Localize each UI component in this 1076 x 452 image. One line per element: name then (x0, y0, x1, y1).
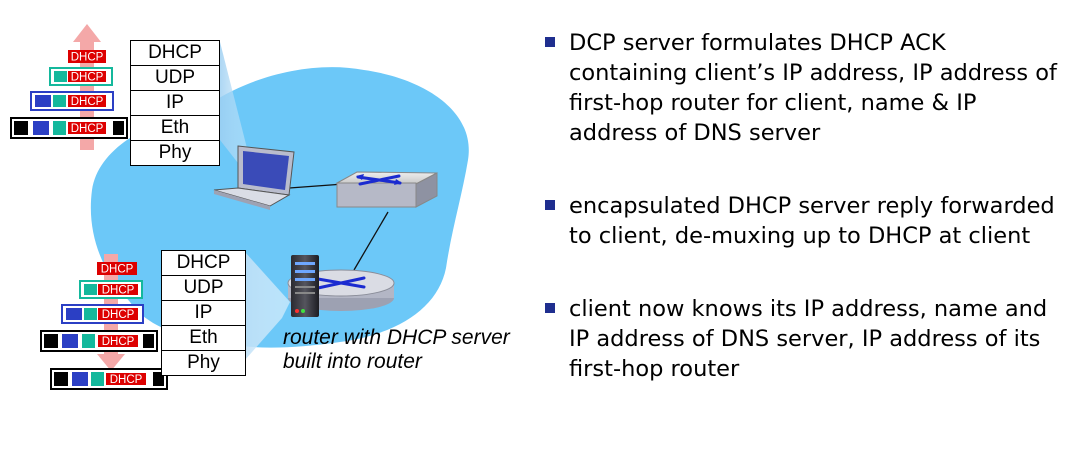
bullet-item: client now knows its IP address, name an… (545, 294, 1070, 384)
layer-eth: Eth (130, 115, 220, 141)
router-caption: router with DHCP server built into route… (283, 326, 510, 373)
layer-udp: UDP (130, 65, 220, 91)
packet-ip: DHCP (61, 304, 144, 324)
packet-label: DHCP (101, 264, 134, 276)
square-bullet-icon (545, 37, 555, 47)
bullet-item: encapsulated DHCP server reply forwarded… (545, 191, 1070, 251)
router-beam (245, 252, 290, 360)
packet-label: DHCP (110, 374, 143, 386)
packet-udp: DHCP (79, 280, 143, 299)
square-bullet-icon (545, 303, 555, 313)
bullet-list: DCP server formulates DHCP ACK containin… (545, 28, 1070, 384)
packet-stack-bottom: DHCP DHCP DHCP DHCP (40, 262, 168, 390)
layer-dhcp: DHCP (130, 40, 220, 66)
laptop-icon (213, 145, 295, 210)
layer-dhcp: DHCP (161, 250, 246, 276)
packet-ip: DHCP (30, 91, 114, 111)
packet-label: DHCP (71, 123, 104, 135)
layer-phy: Phy (161, 350, 246, 376)
packet-eth-copy: DHCP (50, 368, 168, 390)
packet-eth: DHCP (10, 117, 128, 139)
packet-eth: DHCP (40, 330, 158, 352)
packet-header-dhcp (97, 262, 137, 275)
packet-label: DHCP (71, 72, 104, 84)
layer-eth: Eth (161, 325, 246, 351)
switch-icon (335, 171, 438, 208)
square-bullet-icon (545, 200, 555, 210)
packet-header-dhcp (68, 50, 106, 63)
layer-ip: IP (130, 90, 220, 116)
protocol-stack-router: DHCP UDP IP Eth Phy (161, 250, 246, 376)
packet-label: DHCP (71, 52, 104, 64)
bullet-text: encapsulated DHCP server reply forwarded… (569, 193, 1055, 249)
bullet-text: DCP server formulates DHCP ACK containin… (569, 30, 1057, 146)
bullet-text: client now knows its IP address, name an… (569, 296, 1048, 382)
laptop-beam (220, 42, 250, 172)
packet-label: DHCP (102, 285, 135, 297)
layer-phy: Phy (130, 140, 220, 166)
bullet-item: DCP server formulates DHCP ACK containin… (545, 28, 1070, 148)
layer-ip: IP (161, 300, 246, 326)
server-icon (291, 255, 319, 317)
packet-udp: DHCP (49, 67, 113, 86)
protocol-stack-client: DHCP UDP IP Eth Phy (130, 40, 220, 166)
layer-udp: UDP (161, 275, 246, 301)
packet-label: DHCP (102, 309, 135, 321)
link-switch-router (353, 211, 389, 271)
packet-stack-top: DHCP DHCP DHCP DHCP (10, 50, 128, 139)
network-diagram: DHCP DHCP DHCP DHCP DHCP (10, 24, 469, 390)
packet-label: DHCP (71, 96, 104, 108)
packet-label: DHCP (102, 336, 135, 348)
